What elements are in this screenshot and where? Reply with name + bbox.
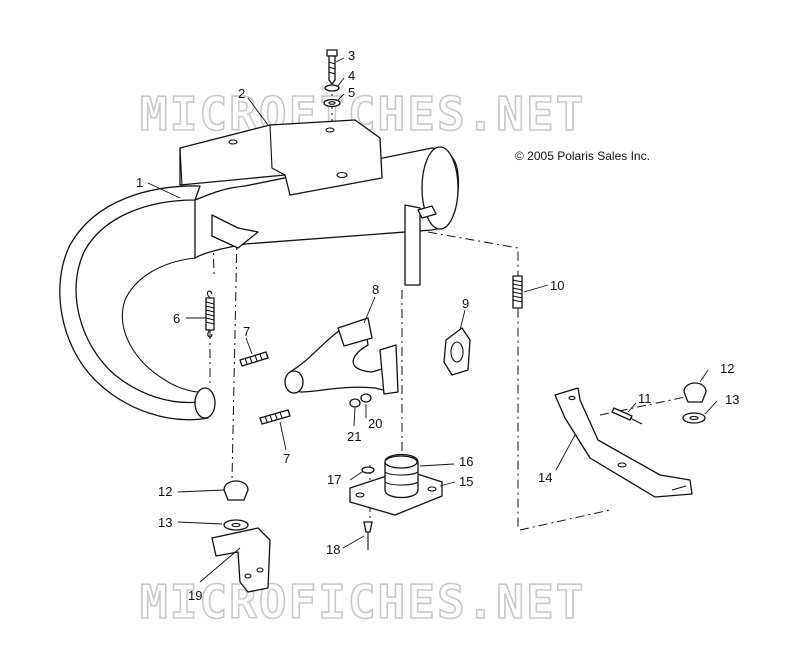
mount-plate-and-grommet — [349, 453, 443, 516]
callout-14: 14 — [538, 470, 552, 485]
callout-5: 5 — [348, 85, 355, 100]
callout-19: 19 — [188, 588, 202, 603]
callout-12-right: 12 — [720, 361, 734, 376]
callout-1: 1 — [136, 175, 143, 190]
callout-17: 17 — [327, 472, 341, 487]
springs — [205, 275, 523, 425]
callout-2: 2 — [238, 86, 245, 101]
plate-fasteners — [361, 466, 375, 550]
callout-21: 21 — [347, 429, 361, 444]
small-washers — [349, 393, 372, 408]
callout-8: 8 — [372, 282, 379, 297]
bracket-14 — [554, 387, 693, 498]
callout-12-left: 12 — [158, 484, 172, 499]
callout-6: 6 — [173, 311, 180, 326]
muffler-exhaust-pipe — [59, 146, 460, 421]
y-pipe — [284, 317, 399, 395]
copyright-text: © 2005 Polaris Sales Inc. — [515, 149, 650, 163]
callout-13-right: 13 — [725, 392, 739, 407]
callout-13-left: 13 — [158, 515, 172, 530]
callout-9: 9 — [462, 296, 469, 311]
callout-7-lower: 7 — [283, 451, 290, 466]
gasket — [443, 327, 471, 376]
heat-shield — [179, 119, 383, 196]
watermark-bottom: MICROFICHES.NET — [140, 575, 585, 629]
callout-11: 11 — [638, 391, 652, 406]
callout-7-upper: 7 — [243, 324, 250, 339]
bolt-and-washers — [323, 49, 341, 108]
callout-15: 15 — [459, 474, 473, 489]
callout-20: 20 — [368, 416, 382, 431]
callout-16: 16 — [459, 454, 473, 469]
bumper-left — [223, 480, 249, 531]
leader-lines — [147, 57, 718, 583]
callout-4: 4 — [348, 68, 355, 83]
callout-labels: 1 2 3 4 5 6 7 7 8 9 10 11 12 13 14 15 16… — [136, 48, 739, 603]
bumper-right — [682, 382, 707, 424]
callout-10: 10 — [550, 278, 564, 293]
callout-18: 18 — [326, 542, 340, 557]
bracket-19 — [211, 527, 271, 593]
callout-3: 3 — [348, 48, 355, 63]
